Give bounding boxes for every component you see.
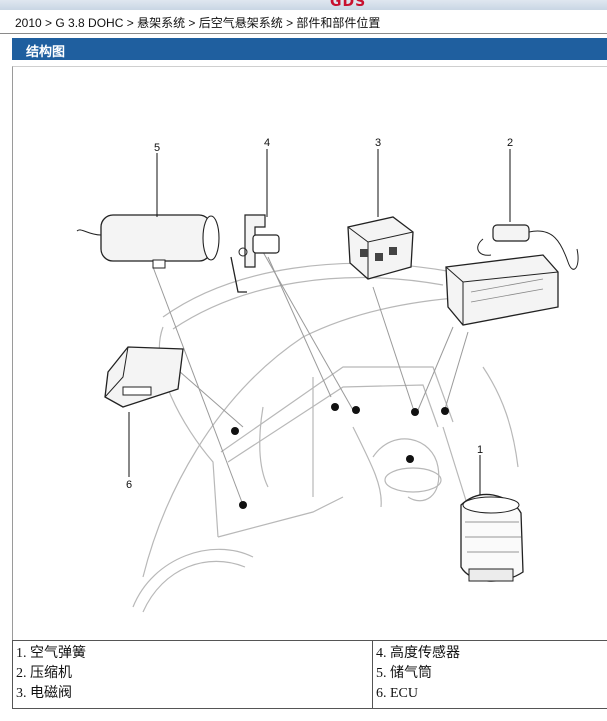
solenoid-valve-component — [347, 216, 414, 280]
legend-column-left: 1. 空气弹簧 2. 压缩机 3. 电磁阀 — [12, 640, 373, 709]
marker-dot — [352, 406, 360, 414]
parts-legend-table: 1. 空气弹簧 2. 压缩机 3. 电磁阀 4. 高度传感器 5. 储气筒 6.… — [12, 640, 607, 709]
legend-item: 6. ECU — [376, 686, 418, 701]
marker-dot — [239, 501, 247, 509]
legend-item: 4. 高度传感器 — [376, 646, 460, 661]
marker-dot — [331, 403, 339, 411]
brand-logo: GDS — [330, 0, 367, 10]
leader-lines — [152, 251, 469, 506]
marker-dot — [411, 408, 419, 416]
legend-row: 1. 空气弹簧 2. 压缩机 3. 电磁阀 4. 高度传感器 5. 储气筒 6.… — [12, 640, 607, 709]
compressor-component — [445, 224, 579, 326]
figure-panel: 1 2 3 4 5 6 — [12, 66, 607, 640]
legend-item: 3. 电磁阀 — [16, 686, 72, 701]
legend-item: 2. 压缩机 — [16, 666, 72, 681]
section-title: 结构图 — [12, 38, 607, 60]
reservoir-component — [76, 214, 220, 269]
top-banner: GDS — [0, 0, 607, 10]
air-spring-component — [460, 493, 524, 582]
legend-item: 1. 空气弹簧 — [16, 646, 86, 661]
rear-air-suspension-diagram: 1 2 3 4 5 6 — [76, 137, 579, 613]
breadcrumb: 2010 > G 3.8 DOHC > 悬架系统 > 后空气悬架系统 > 部件和… — [0, 10, 607, 34]
legend-column-right: 4. 高度传感器 5. 储气筒 6. ECU — [372, 640, 607, 709]
height-sensor-component — [230, 214, 280, 293]
callout-1: 1 — [477, 444, 483, 456]
callout-3: 3 — [375, 137, 381, 149]
callout-2: 2 — [507, 137, 513, 149]
callout-4: 4 — [264, 137, 270, 149]
marker-dot — [441, 407, 449, 415]
ecu-component — [104, 346, 184, 408]
legend-item: 5. 储气筒 — [376, 666, 432, 681]
callout-leaders — [128, 149, 511, 495]
callout-6: 6 — [126, 479, 132, 491]
vehicle-outline — [132, 262, 554, 613]
component-markers — [231, 403, 449, 509]
marker-dot — [406, 455, 414, 463]
callout-5: 5 — [154, 142, 160, 154]
marker-dot — [231, 427, 239, 435]
